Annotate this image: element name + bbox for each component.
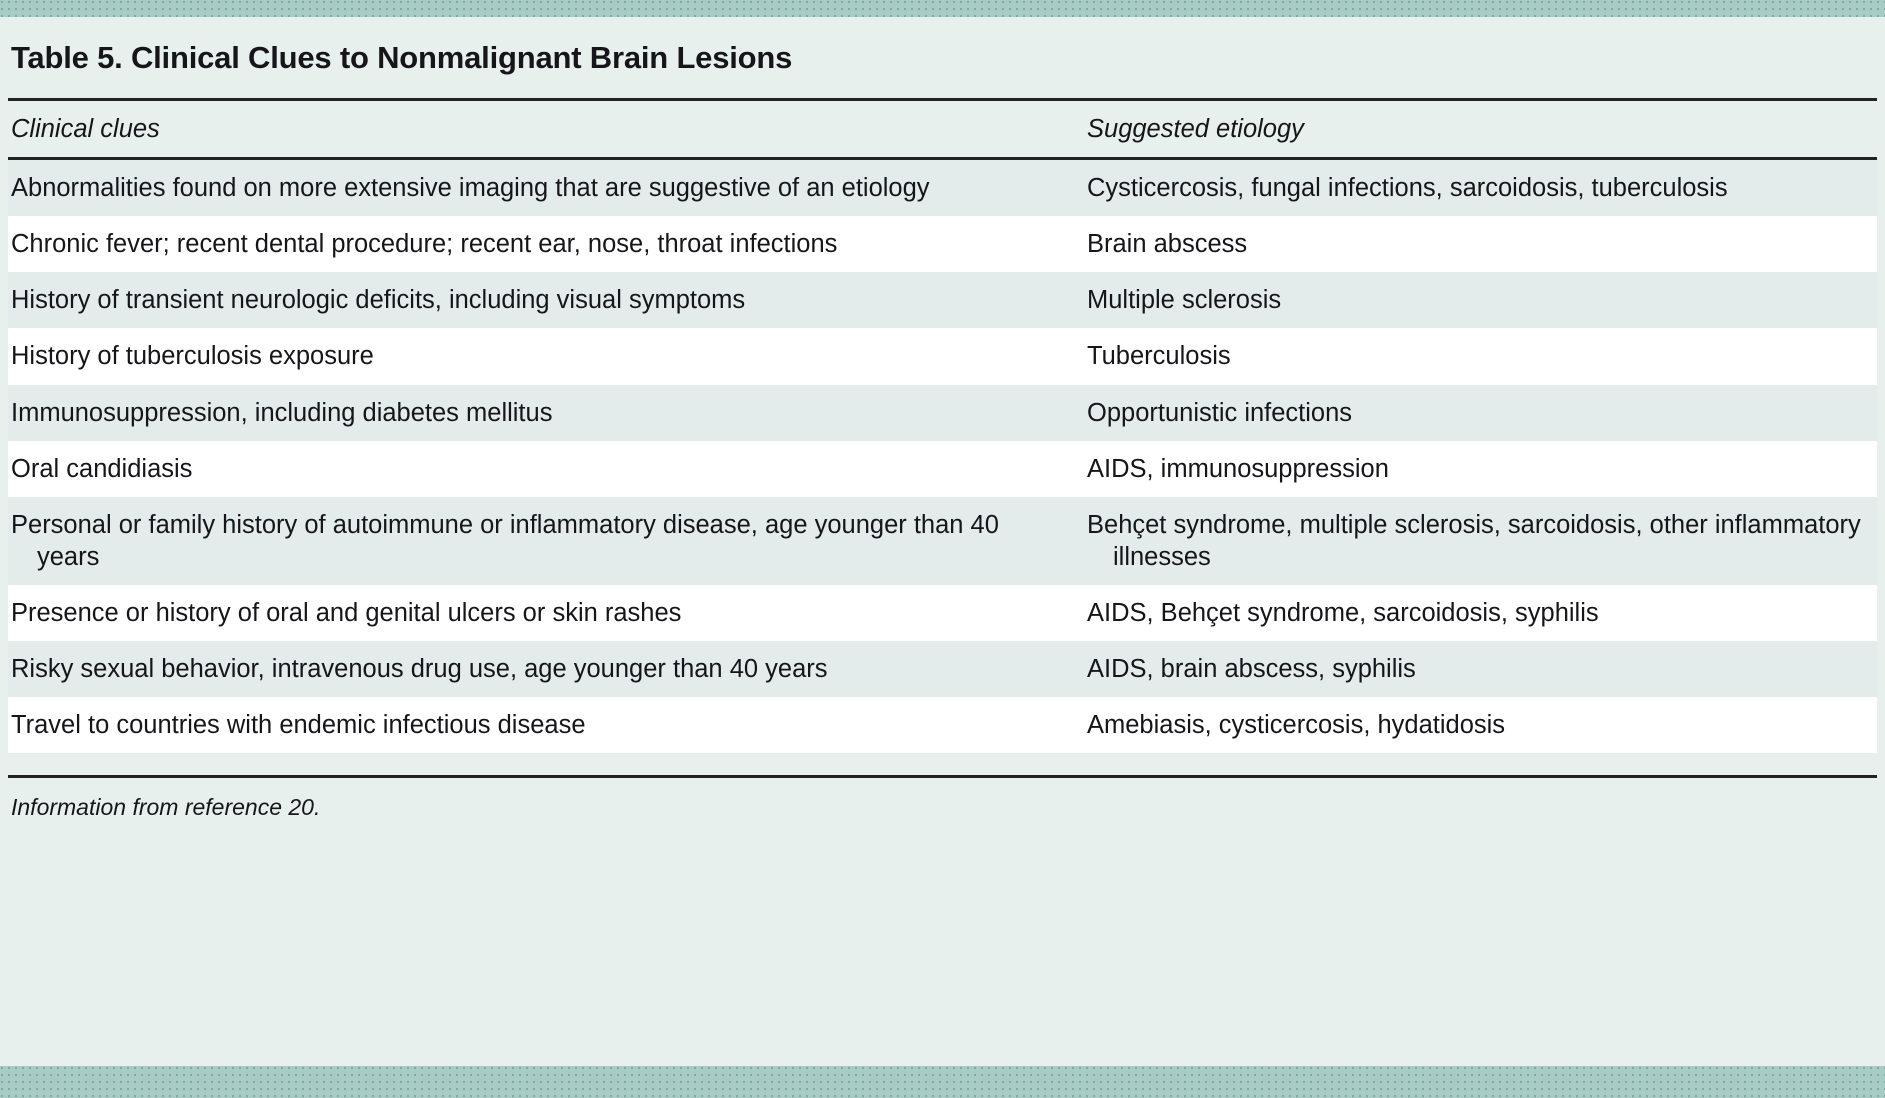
cell-clinical-clue: History of tuberculosis exposure <box>8 328 1078 385</box>
cell-suggested-etiology: Opportunistic infections <box>1078 384 1877 441</box>
cell-clinical-clue: Travel to countries with endemic infecti… <box>8 697 1078 754</box>
table-header: Clinical clues Suggested etiology <box>8 101 1877 157</box>
cell-suggested-etiology: Brain abscess <box>1078 216 1877 273</box>
cell-suggested-etiology: AIDS, immunosuppression <box>1078 440 1877 497</box>
table-row: Oral candidiasis AIDS, immunosuppression <box>8 440 1877 497</box>
column-header-suggested-etiology: Suggested etiology <box>1087 115 1304 144</box>
header-rule <box>8 157 1877 161</box>
decorative-top-band <box>0 0 1885 17</box>
footnote-section: Information from reference 20. <box>8 753 1877 822</box>
cell-clinical-clue: Presence or history of oral and genital … <box>8 585 1078 642</box>
title-rule <box>8 98 1877 102</box>
cell-suggested-etiology: AIDS, brain abscess, syphilis <box>1078 641 1877 698</box>
footnote-rule <box>8 775 1877 779</box>
table-row: Abnormalities found on more extensive im… <box>8 160 1877 217</box>
table-row: Chronic fever; recent dental procedure; … <box>8 216 1877 273</box>
decorative-bottom-band <box>0 1066 1885 1098</box>
footnote-text: Information from reference 20. <box>11 794 321 821</box>
table-row: History of tuberculosis exposure Tubercu… <box>8 328 1877 385</box>
table-panel: Table 5. Clinical Clues to Nonmalignant … <box>0 17 1885 1066</box>
cell-clinical-clue: Personal or family history of autoimmune… <box>8 496 1078 586</box>
table-body: Abnormalities found on more extensive im… <box>8 160 1877 754</box>
cell-suggested-etiology: AIDS, Behçet syndrome, sarcoidosis, syph… <box>1078 585 1877 642</box>
table-row: History of transient neurologic deficits… <box>8 272 1877 329</box>
clinical-clues-table: Clinical clues Suggested etiology <box>8 101 1877 157</box>
cell-suggested-etiology: Amebiasis, cysticercosis, hydatidosis <box>1078 697 1877 754</box>
column-header-clinical-clues: Clinical clues <box>11 115 160 144</box>
table-row: Travel to countries with endemic infecti… <box>8 697 1877 754</box>
cell-clinical-clue: Chronic fever; recent dental procedure; … <box>8 216 1078 273</box>
cell-suggested-etiology: Multiple sclerosis <box>1078 272 1877 329</box>
cell-suggested-etiology: Behçet syndrome, multiple sclerosis, sar… <box>1078 496 1877 586</box>
cell-clinical-clue: Abnormalities found on more extensive im… <box>8 160 1078 217</box>
table-row: Presence or history of oral and genital … <box>8 585 1877 642</box>
header-row: Clinical clues Suggested etiology <box>8 101 1877 157</box>
table-row: Immunosuppression, including diabetes me… <box>8 384 1877 441</box>
clinical-clues-body-table: Abnormalities found on more extensive im… <box>8 160 1877 754</box>
table-row: Risky sexual behavior, intravenous drug … <box>8 641 1877 698</box>
cell-clinical-clue: History of transient neurologic deficits… <box>8 272 1078 329</box>
cell-clinical-clue: Immunosuppression, including diabetes me… <box>8 384 1078 441</box>
cell-clinical-clue: Oral candidiasis <box>8 440 1078 497</box>
cell-suggested-etiology: Cysticercosis, fungal infections, sarcoi… <box>1078 160 1877 217</box>
table-row: Personal or family history of autoimmune… <box>8 496 1877 586</box>
table-title: Table 5. Clinical Clues to Nonmalignant … <box>11 40 793 75</box>
cell-suggested-etiology: Tuberculosis <box>1078 328 1877 385</box>
cell-clinical-clue: Risky sexual behavior, intravenous drug … <box>8 641 1078 698</box>
